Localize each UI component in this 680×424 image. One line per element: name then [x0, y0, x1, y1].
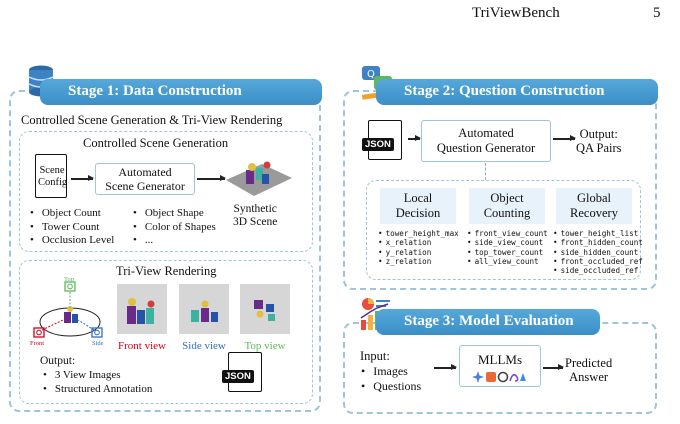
question-type-item: side_view_count: [467, 238, 548, 247]
param-item: Occlusion Level: [30, 234, 114, 248]
rendering-output-list: 3 View Images Structured Annotation: [43, 369, 152, 396]
qa-pairs-output: Output:QA Pairs: [576, 127, 622, 156]
question-type-item: front_hidden_count: [553, 238, 643, 247]
generator-to-scene-arrow: [197, 175, 226, 181]
generator-to-types-connector: [485, 163, 487, 180]
json-tag: JSON: [222, 370, 254, 383]
camera-setup-diagram: [30, 278, 108, 346]
json-to-question-generator-arrow: [408, 135, 421, 141]
scene-config-document: [35, 154, 67, 198]
question-type-item: y_relation: [378, 248, 459, 257]
scene-params-right: Object Shape Color of Shapes ...: [133, 207, 216, 248]
mllms-box: MLLMs: [459, 345, 541, 387]
param-item: Object Count: [30, 207, 114, 221]
input-item: Images: [361, 364, 421, 379]
tri-view-rendering-title: Tri-View Rendering: [116, 264, 217, 278]
question-type-item: side_occluded_ref: [553, 266, 643, 275]
question-type-item: side_hidden_count: [553, 248, 643, 257]
output-item: 3 View Images: [43, 369, 152, 383]
scene-params-left: Object Count Tower Count Occlusion Level: [30, 207, 114, 248]
mllms-to-answer-arrow: [543, 364, 564, 370]
front-view-image: [117, 284, 167, 334]
camera-top-label: Top: [64, 276, 75, 283]
param-item: Object Shape: [133, 207, 216, 221]
param-item: Tower Count: [30, 221, 114, 235]
question-type-item: tower_height_list: [553, 229, 643, 238]
question-type-item: x_relation: [378, 238, 459, 247]
param-item: ...: [133, 234, 216, 248]
stage2-json-tag: JSON: [362, 138, 394, 151]
stage1-title: Stage 1: Data Construction: [40, 79, 322, 105]
camera-front-label: Front: [30, 340, 45, 347]
object-counting-list: front_view_count side_view_count top_tow…: [467, 229, 548, 266]
input-list: Images Questions: [361, 364, 421, 394]
input-item: Questions: [361, 379, 421, 394]
mllms-label: MLLMs: [477, 352, 523, 367]
synthetic-scene-image: [222, 150, 294, 200]
side-view-label: Side view: [182, 340, 226, 352]
page-number: 5: [653, 5, 661, 21]
running-title: TriViewBench: [472, 5, 560, 21]
question-type-item: z_relation: [378, 257, 459, 266]
side-view-image: [179, 284, 229, 334]
front-view-label: Front view: [118, 340, 166, 352]
tri-view-rendering-panel: [19, 260, 313, 404]
stage2-title: Stage 2: Question Construction: [376, 79, 658, 105]
scene-generation-title: Controlled Scene Generation: [83, 136, 229, 150]
input-to-mllms-arrow: [434, 364, 457, 370]
stage1-subtitle: Controlled Scene Generation & Tri-View R…: [21, 113, 283, 127]
model-logos: [460, 370, 540, 383]
local-decision-list: tower_height_max x_relation y_relation z…: [378, 229, 459, 266]
question-type-item: tower_height_max: [378, 229, 459, 238]
question-type-item: front_view_count: [467, 229, 548, 238]
param-item: Color of Shapes: [133, 221, 216, 235]
global-recovery-list: tower_height_list front_hidden_count sid…: [553, 229, 643, 275]
top-view-image: [240, 284, 290, 334]
stage3-title: Stage 3: Model Evaluation: [376, 309, 600, 335]
rendering-output-title: Output:: [40, 355, 76, 367]
generator-to-qa-arrow: [553, 135, 576, 141]
top-view-label: Top view: [244, 340, 286, 352]
scene-generation-panel: [19, 131, 313, 252]
svg-text:Q: Q: [367, 69, 375, 80]
camera-side-label: Side: [92, 340, 104, 347]
output-item: Structured Annotation: [43, 383, 152, 397]
input-title: Input:: [360, 349, 390, 363]
question-type-item: all_view_count: [467, 257, 548, 266]
config-to-generator-arrow: [71, 175, 94, 181]
question-type-item: top_tower_count: [467, 248, 548, 257]
question-type-item: front_occluded_ref: [553, 257, 643, 266]
